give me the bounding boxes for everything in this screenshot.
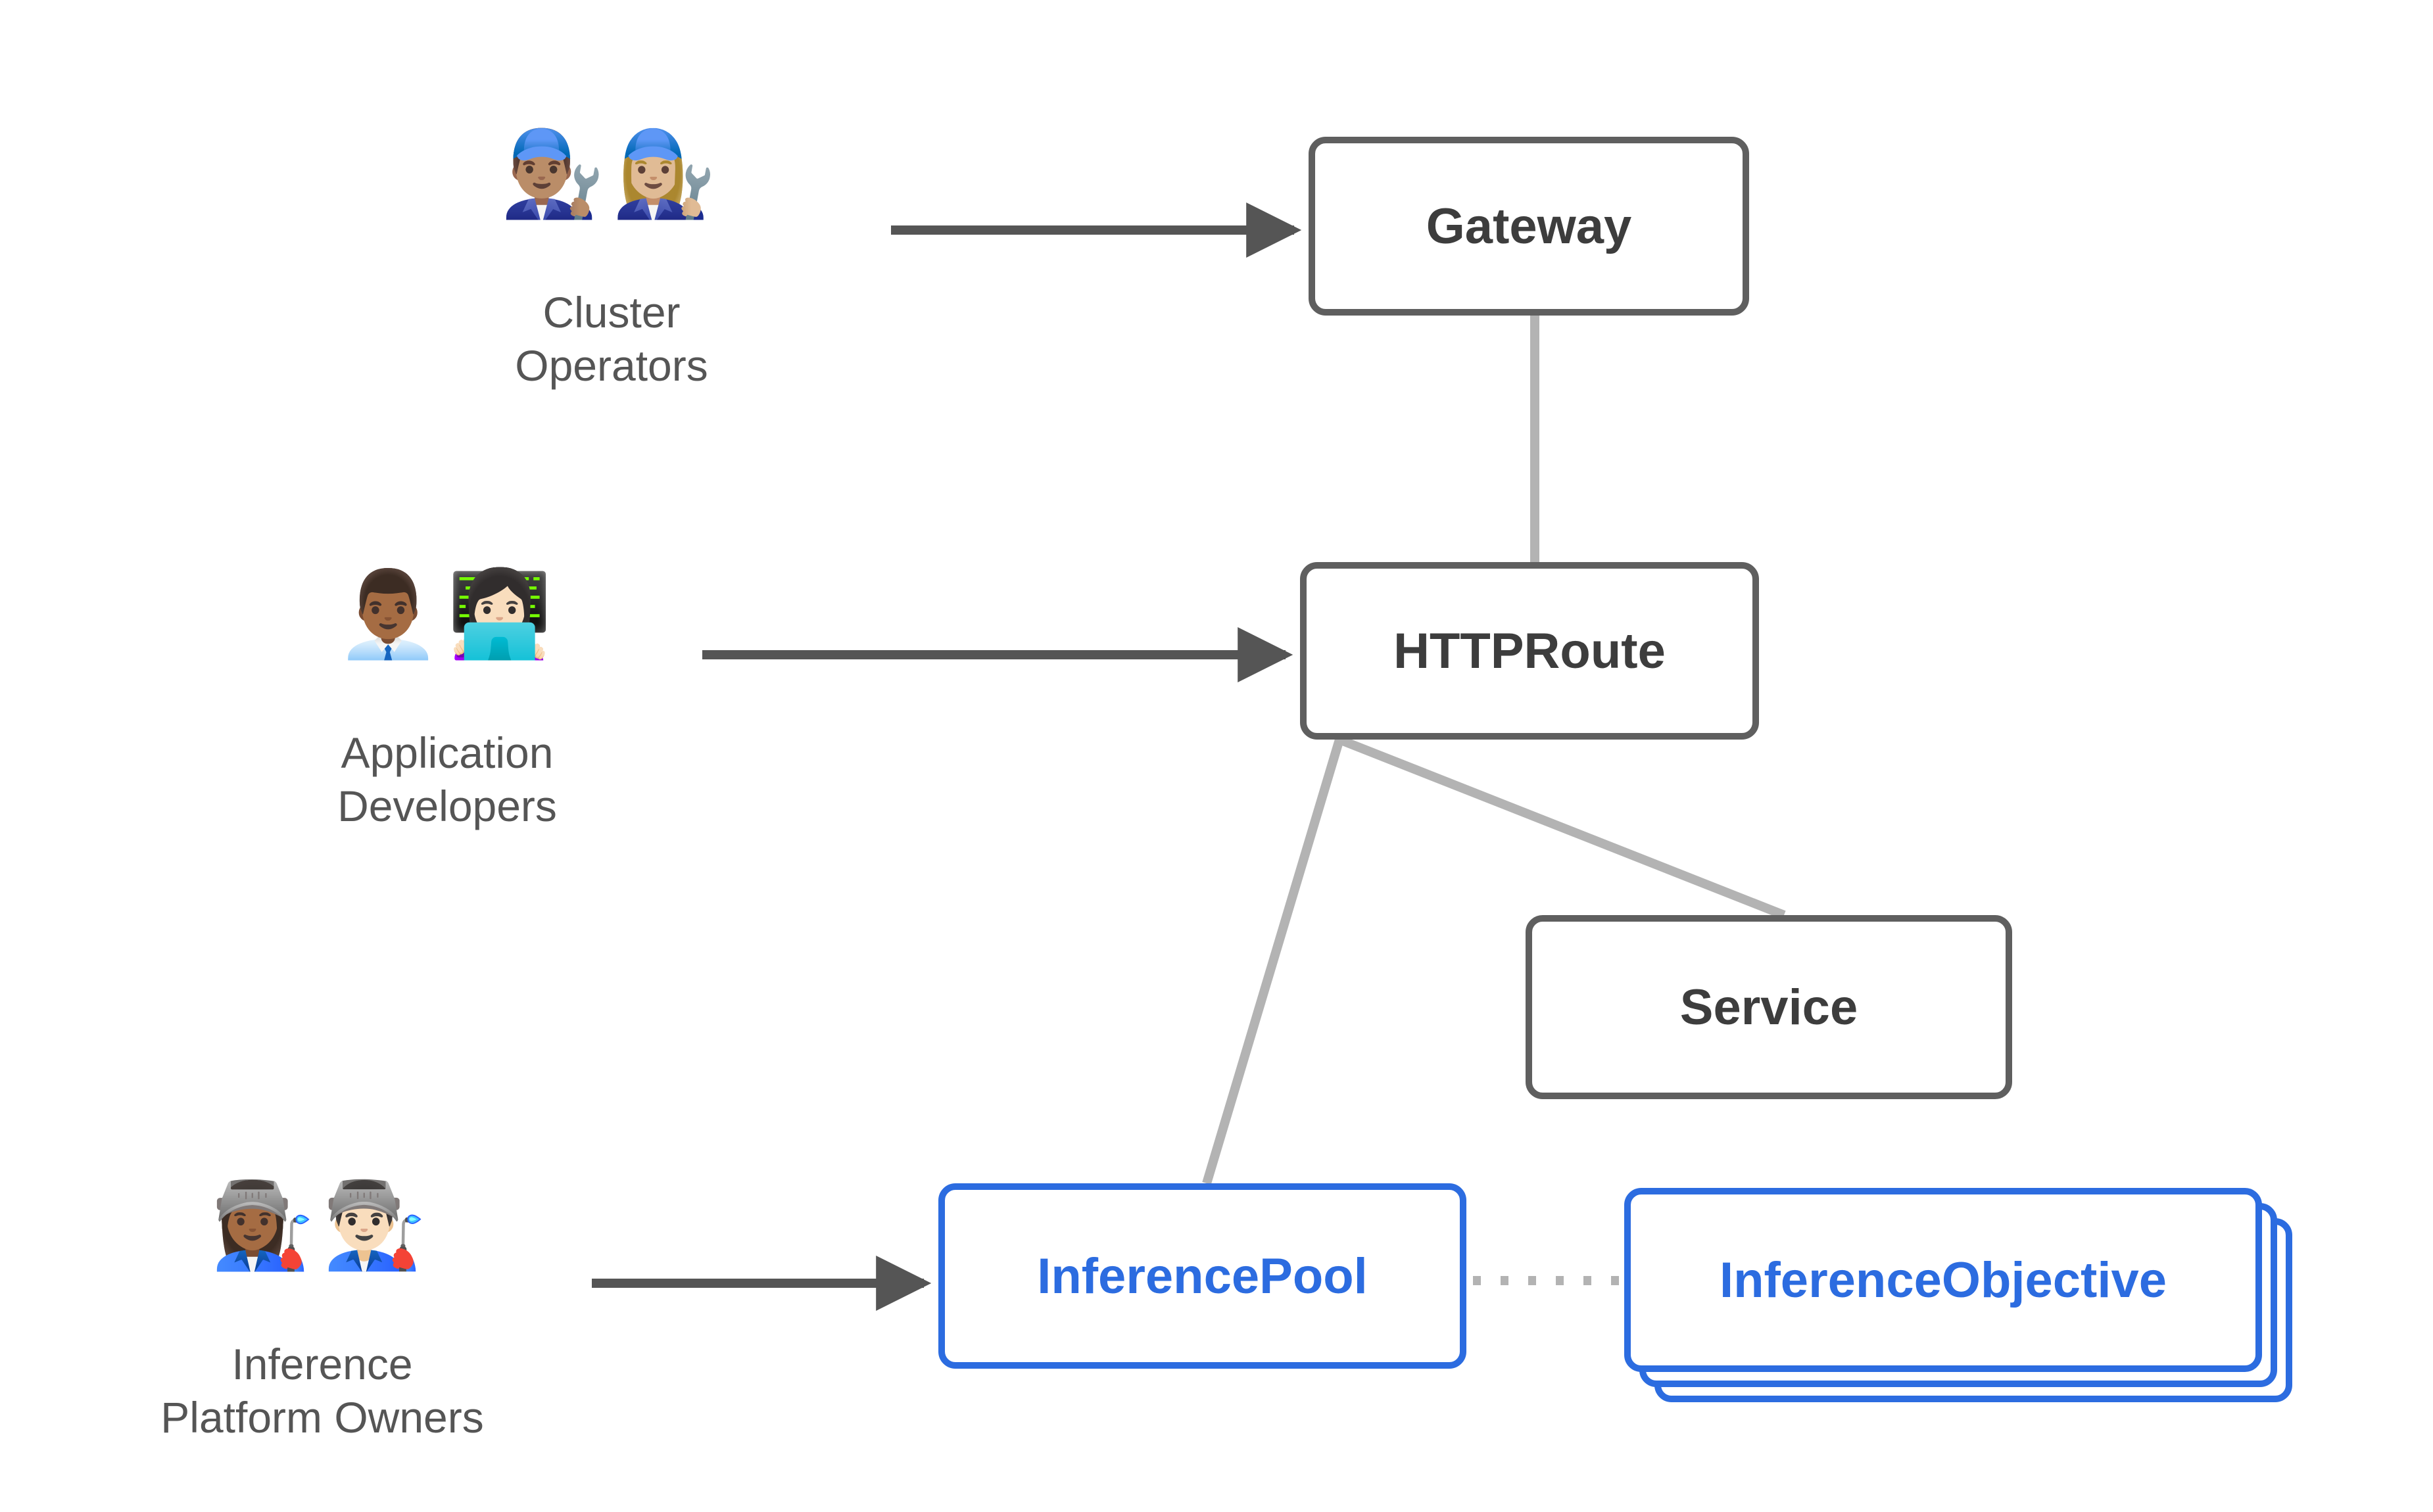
application-developers-emoji: 👨🏾‍💼👩🏻‍💻	[335, 565, 559, 663]
inference-platform-owners-emoji: 👩🏾‍🏭👨🏻‍🏭	[210, 1176, 434, 1275]
node-gateway[interactable]: Gateway	[1309, 137, 1749, 316]
application-developers-label: Application Developers	[337, 728, 557, 830]
cluster-operators-label: Cluster Operators	[515, 288, 708, 390]
edge-httproute-to-inferencepool	[1202, 738, 1344, 1185]
node-service-label: Service	[1679, 979, 1858, 1035]
edge-httproute-to-service	[1337, 735, 1786, 920]
node-inferencepool-label: InferencePool	[1037, 1248, 1368, 1304]
node-gateway-label: Gateway	[1426, 198, 1632, 254]
node-httproute-label: HTTPRoute	[1393, 623, 1666, 679]
node-inferenceobjective[interactable]: InferenceObjective	[1624, 1188, 2262, 1372]
persona-cluster-operators: 👨🏽‍🔧👩🏼‍🔧 Cluster Operators	[447, 79, 776, 445]
node-inferencepool[interactable]: InferencePool	[938, 1183, 1466, 1369]
node-inferenceobjective-label: InferenceObjective	[1719, 1252, 2167, 1308]
persona-inference-platform-owners: 👩🏾‍🏭👨🏻‍🏭 Inference Platform Owners	[92, 1131, 552, 1497]
node-service[interactable]: Service	[1526, 915, 2012, 1099]
inference-platform-owners-label: Inference Platform Owners	[160, 1340, 484, 1442]
persona-application-developers: 👨🏾‍💼👩🏻‍💻 Application Developers	[276, 519, 618, 886]
cluster-operators-emoji: 👨🏽‍🔧👩🏼‍🔧	[500, 124, 723, 223]
node-httproute[interactable]: HTTPRoute	[1300, 562, 1759, 740]
